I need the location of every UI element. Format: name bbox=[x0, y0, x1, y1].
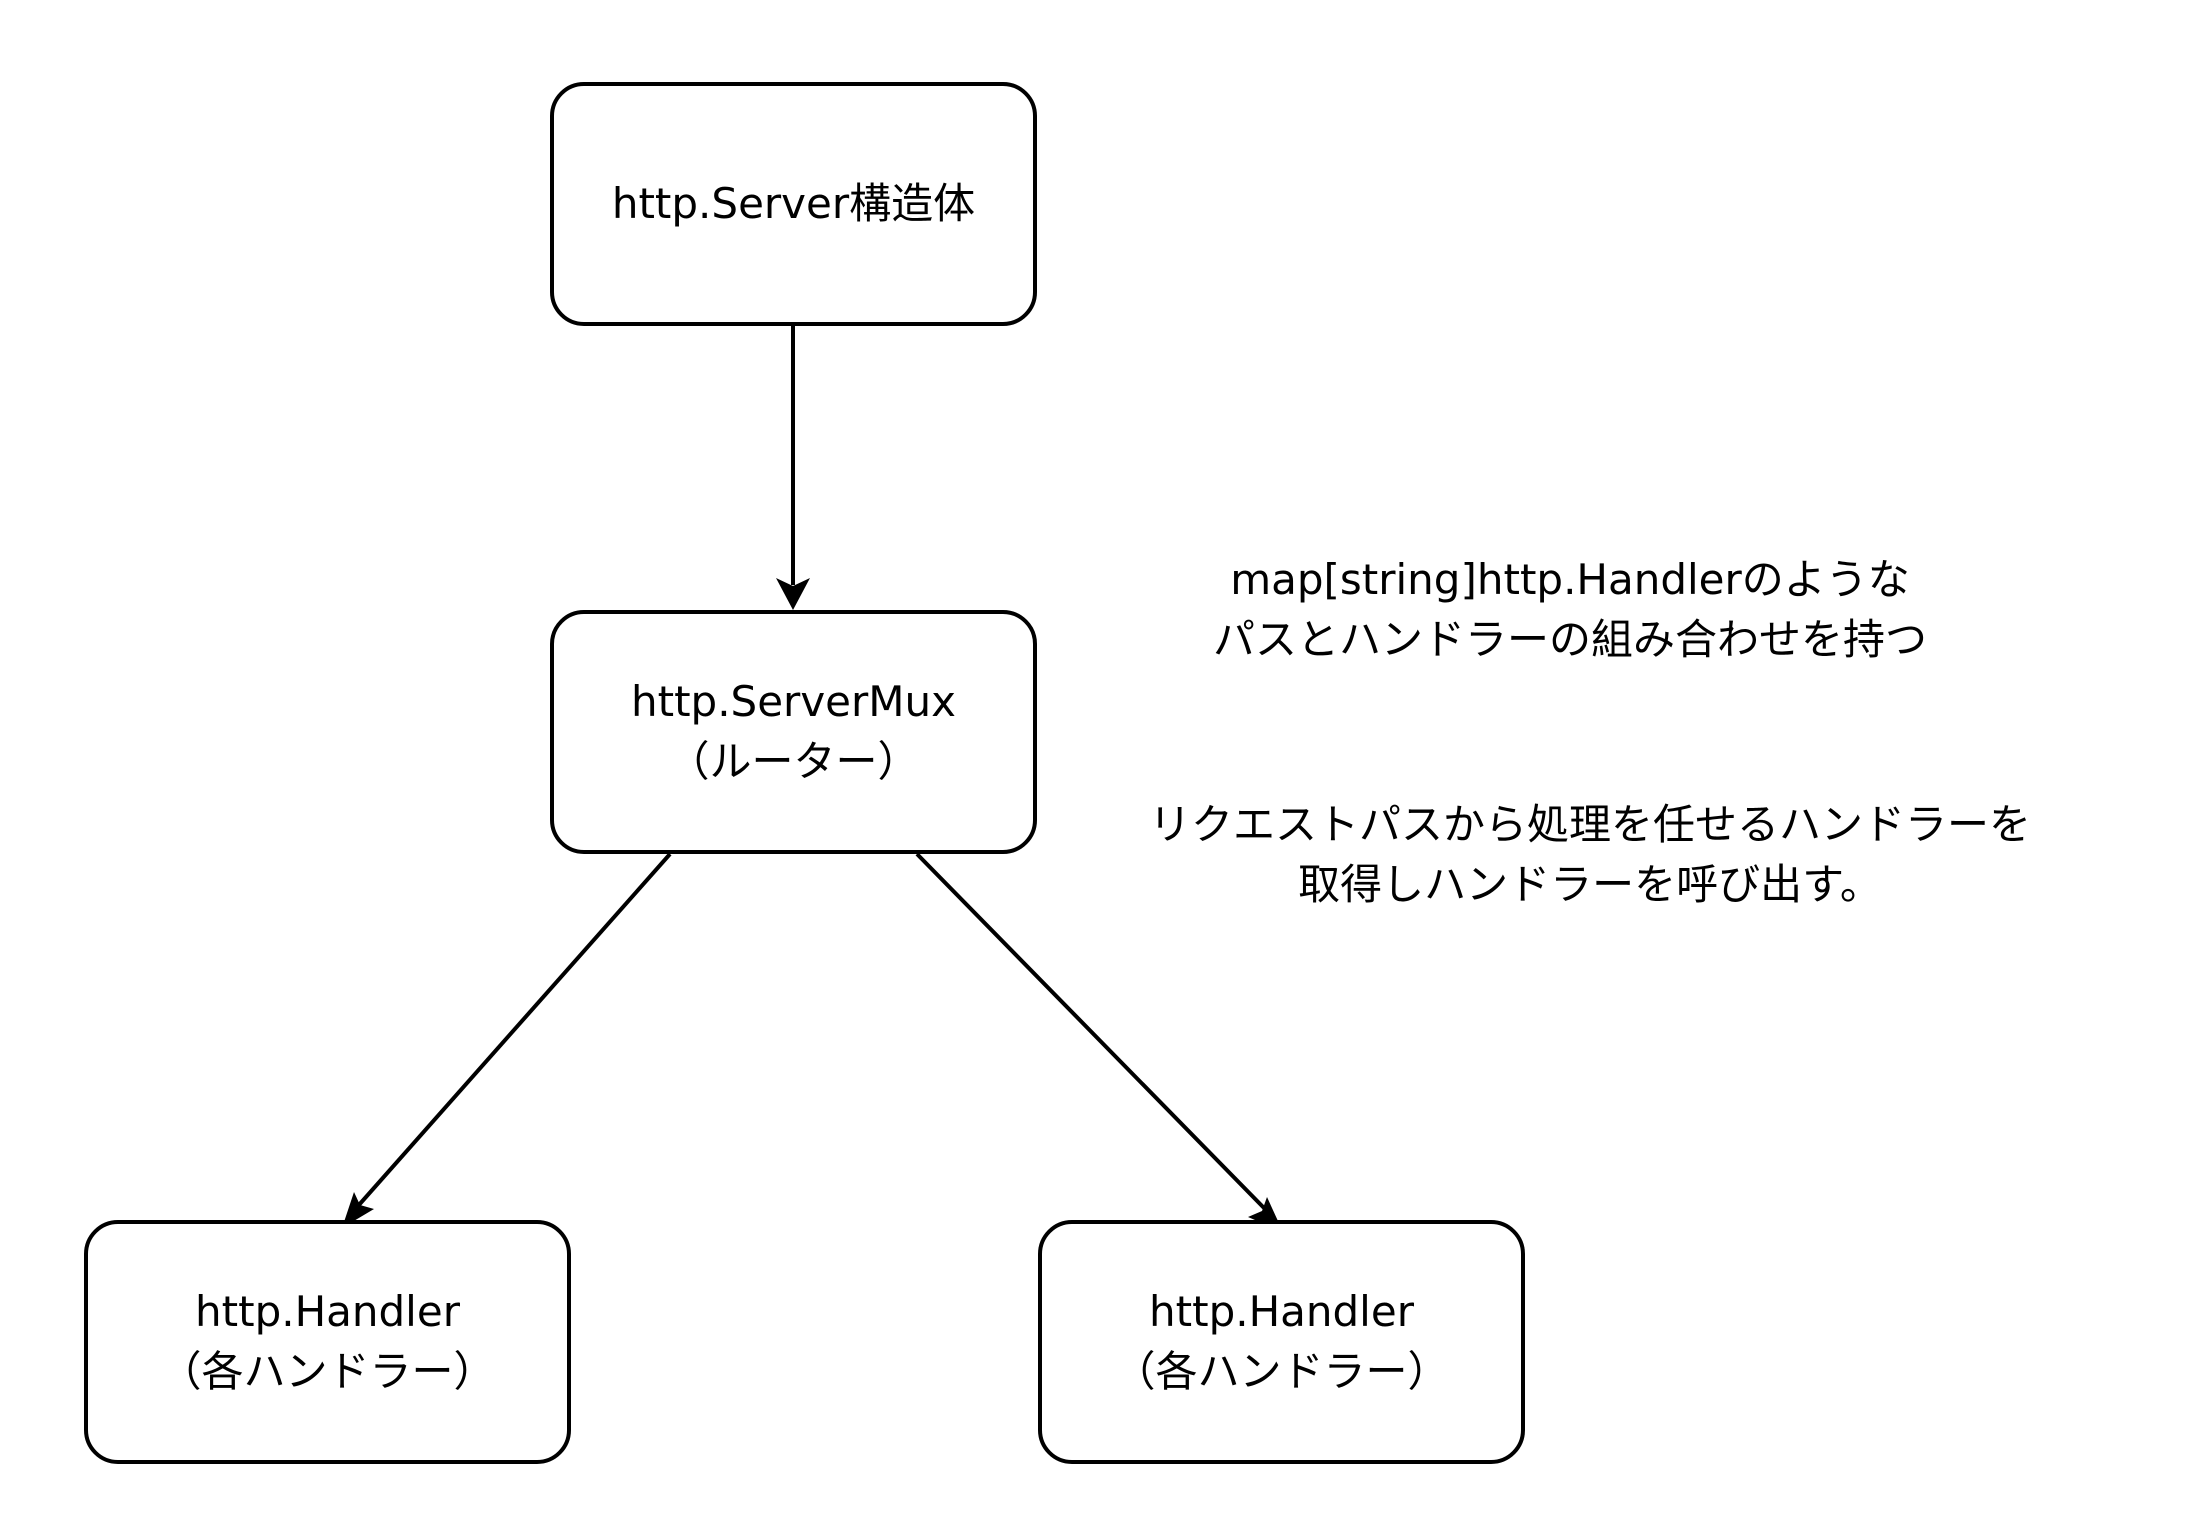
http-server-node[interactable]: http.Server構造体 bbox=[550, 82, 1037, 326]
node-sublabel: （各ハンドラー） bbox=[1113, 1347, 1450, 1396]
node-label: http.Handler bbox=[1149, 1287, 1414, 1336]
arrowhead-icon bbox=[776, 578, 810, 610]
servermux-router-node[interactable]: http.ServerMux （ルーター） bbox=[550, 610, 1037, 854]
routing-annotation: リクエストパスから処理を任せるハンドラーを 取得しハンドラーを呼び出す。 bbox=[1060, 795, 2120, 915]
arrowhead-icon bbox=[342, 1192, 374, 1228]
annotation-line: リクエストパスから処理を任せるハンドラーを bbox=[1148, 800, 2031, 849]
edge-mux-to-handler-left bbox=[342, 852, 672, 1228]
handler-node-right[interactable]: http.Handler （各ハンドラー） bbox=[1038, 1220, 1525, 1464]
node-label: http.ServerMux bbox=[630, 677, 956, 726]
annotation-line: map[string]http.Handlerのような bbox=[1230, 555, 1910, 604]
edge-server-to-mux bbox=[776, 326, 810, 610]
node-label: http.Server構造体 bbox=[611, 179, 976, 228]
node-sublabel: （ルーター） bbox=[667, 737, 920, 786]
node-label: http.Handler bbox=[195, 1287, 460, 1336]
node-sublabel: （各ハンドラー） bbox=[159, 1347, 496, 1396]
annotation-line: パスとハンドラーの組み合わせを持つ bbox=[1212, 615, 1927, 664]
handler-node-left[interactable]: http.Handler （各ハンドラー） bbox=[84, 1220, 571, 1464]
annotation-line: 取得しハンドラーを呼び出す。 bbox=[1298, 860, 1882, 909]
servermux-map-annotation: map[string]http.Handlerのような パスとハンドラーの組み合… bbox=[1080, 550, 2060, 670]
